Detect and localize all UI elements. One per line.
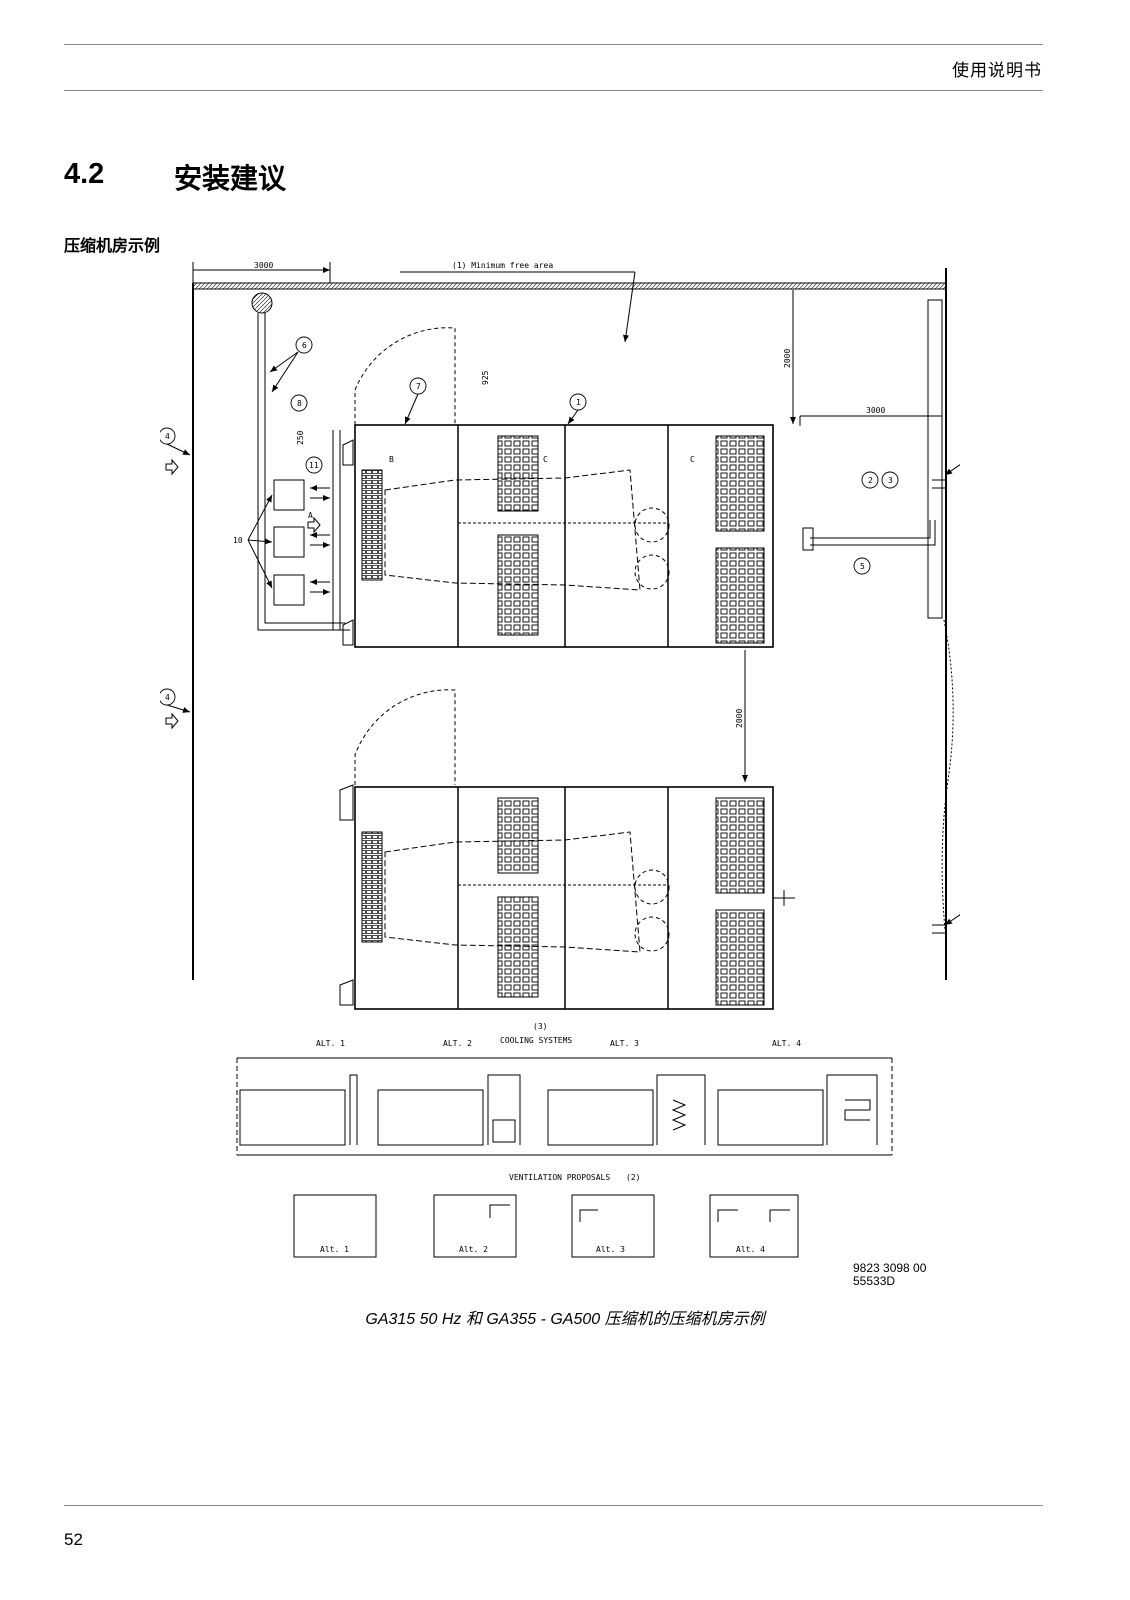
subtitle: 压缩机房示例 (64, 236, 161, 255)
cooling-ref: (3) (533, 1022, 547, 1031)
callout-8: 8 (297, 399, 302, 408)
callout-a: A (308, 511, 313, 520)
dim-3000-right: 3000 (866, 406, 885, 415)
alt-3-label: ALT. 3 (610, 1039, 639, 1048)
top-wall (192, 282, 947, 290)
dim-2000-top: 2000 (783, 349, 792, 368)
page-number: 52 (64, 1530, 83, 1549)
drawing-number-line1: 9823 3098 00 (853, 1261, 927, 1275)
vent-alt-3: Alt. 3 (596, 1245, 625, 1254)
right-wall-panel (927, 299, 943, 619)
callout-3: 3 (888, 476, 893, 485)
callout-c-1: C (543, 455, 548, 464)
dim-2000-mid: 2000 (735, 709, 744, 728)
dim-925: 925 (481, 370, 490, 385)
ventilation-title: VENTILATION PROPOSALS (509, 1173, 610, 1182)
compressor-unit-top (342, 424, 774, 648)
vent-alt-4: Alt. 4 (736, 1245, 765, 1254)
header-rule-top (64, 44, 1043, 45)
callout-7: 7 (416, 382, 421, 391)
figure-caption: GA315 50 Hz 和 GA355 - GA500 压缩机的压缩机房示例 (365, 1311, 765, 1328)
cooling-title: COOLING SYSTEMS (500, 1036, 572, 1045)
callout-c-2: C (690, 455, 695, 464)
cooling-alt-boxes (239, 1074, 878, 1146)
callout-10: 10 (233, 536, 243, 545)
callout-2: 2 (868, 476, 873, 485)
callout-6: 6 (302, 341, 307, 350)
footer-rule (64, 1505, 1043, 1506)
section-title: 安装建议 (174, 162, 287, 195)
vent-alt-2: Alt. 2 (459, 1245, 488, 1254)
alt-1-label: ALT. 1 (316, 1039, 345, 1048)
compressor-room-drawing: 3000 (1) Minimum free area 925 250 2000 … (160, 261, 960, 1258)
ventilation-boxes (293, 1194, 799, 1258)
ventilation-ref: (2) (626, 1173, 640, 1182)
drawing-number-line2: 55533D (853, 1274, 896, 1288)
air-receiver (251, 292, 273, 314)
section-number: 4.2 (64, 158, 105, 190)
vent-alt-1: Alt. 1 (320, 1245, 349, 1254)
callout-b: B (389, 455, 394, 464)
drawing-number: 9823 3098 00 55533D (853, 1262, 926, 1288)
header-title: 使用说明书 (952, 61, 1042, 81)
callout-1: 1 (576, 398, 581, 407)
compressor-unit-bottom (339, 784, 774, 1010)
callout-4-a: 4 (165, 432, 170, 441)
alt-2-label: ALT. 2 (443, 1039, 472, 1048)
callout-11: 11 (309, 461, 319, 470)
callout-4-b: 4 (165, 693, 170, 702)
header-rule-bottom (64, 90, 1043, 91)
min-free-area-label: (1) Minimum free area (452, 261, 553, 270)
dim-3000-top: 3000 (254, 261, 273, 270)
callout-5: 5 (860, 562, 865, 571)
alt-4-label: ALT. 4 (772, 1039, 801, 1048)
dim-250: 250 (296, 430, 305, 445)
